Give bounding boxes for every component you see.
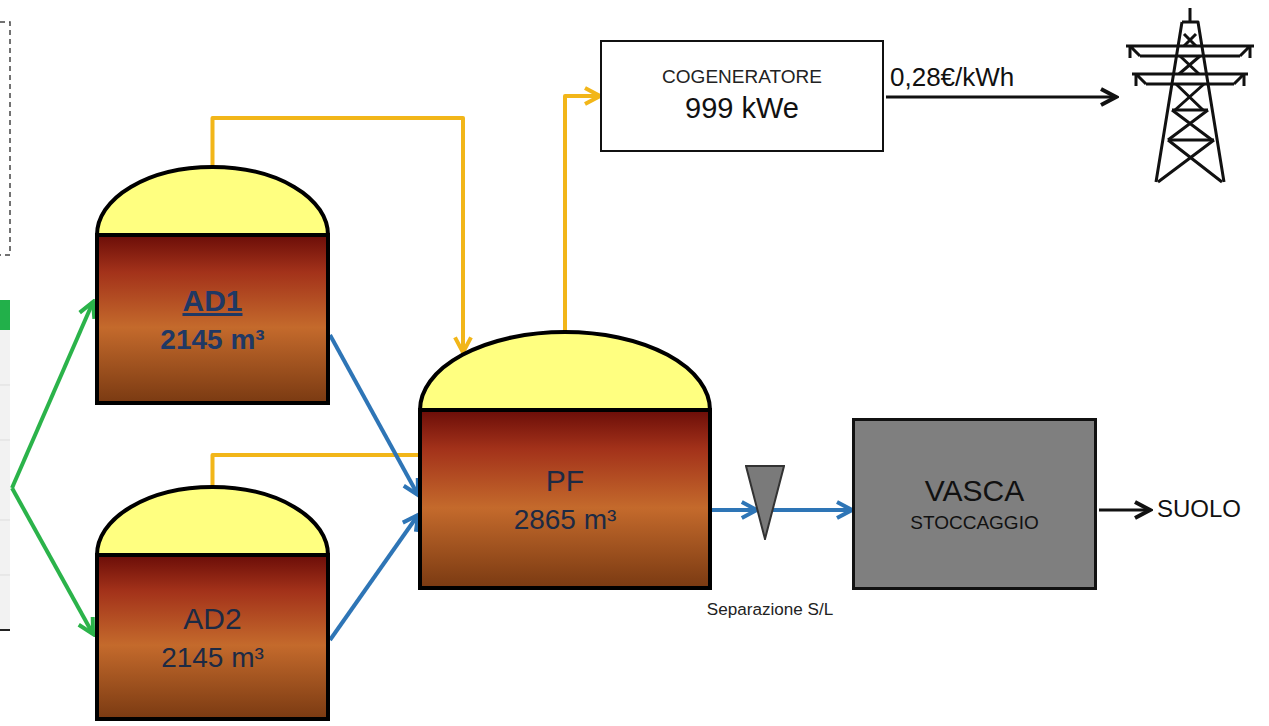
tank-name: AD1 <box>182 284 242 319</box>
digestate-line <box>712 508 757 512</box>
price-label: 0,28€/kWh <box>890 62 1014 93</box>
tank-outline <box>418 330 712 590</box>
post-fermenter-tank: PF 2865 m³ <box>418 330 712 590</box>
tank-name: PF <box>546 464 584 499</box>
digester-tank: AD1 2145 m³ <box>95 165 330 405</box>
separator-triangle <box>745 465 785 540</box>
box-value: 2145 m³ <box>160 324 264 356</box>
digestate-line <box>773 508 852 512</box>
box-value: STOCCAGGIO <box>910 512 1038 534</box>
box-value: 2865 m³ <box>514 504 617 536</box>
cogenerator-box: COGENERATORE 999 kWe <box>600 40 884 152</box>
destination-label: SUOLO <box>1157 495 1241 523</box>
box-value: 2145 m³ <box>161 642 264 674</box>
tank-name: AD2 <box>183 602 241 637</box>
biogas-line <box>565 96 600 330</box>
cropped-panel <box>0 22 10 630</box>
box-title: COGENERATORE <box>662 66 822 88</box>
digester-tank: AD2 2145 m³ <box>95 485 330 721</box>
storage-tank: VASCA STOCCAGGIO <box>852 418 1097 590</box>
power-pylon <box>1126 8 1254 182</box>
digestate-line <box>330 335 418 495</box>
digestate-line <box>330 515 418 640</box>
box-title: VASCA <box>925 474 1024 509</box>
feed-arrows <box>12 302 93 634</box>
box-value: 999 kWe <box>685 92 799 125</box>
separator-symbol: Separazione S/L <box>695 465 845 685</box>
separator-label: Separazione S/L <box>707 600 833 620</box>
